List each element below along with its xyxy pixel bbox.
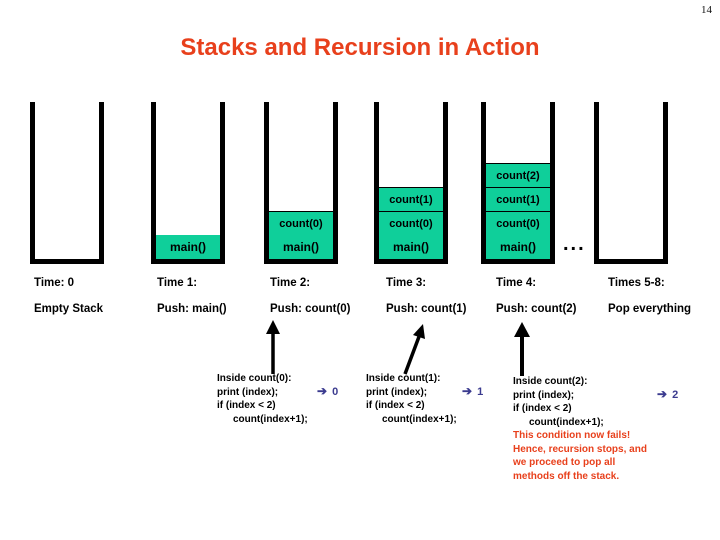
- arrow-right-icon: ➔: [462, 383, 473, 398]
- stack-ellipsis: ...: [563, 233, 586, 255]
- stack-frame-main: main(): [156, 235, 220, 259]
- code-line-if: if (index < 2): [366, 400, 425, 411]
- arrow-right-icon: ➔: [317, 383, 328, 398]
- code-header: Inside count(0):: [217, 373, 292, 384]
- stack-time-0: [30, 102, 104, 264]
- stack-time-1: main(): [151, 102, 225, 264]
- return-value: 0: [332, 385, 339, 398]
- code-header: Inside count(2):: [513, 376, 588, 387]
- code-block-count-2: Inside count(2): print (index); ➔2 if (i…: [513, 375, 693, 483]
- arrow-right-icon: ➔: [657, 386, 668, 401]
- stack-frame-count-0: count(0): [269, 211, 333, 235]
- stack-frames: main() count(0) count(1): [379, 187, 443, 259]
- stack-time-2: main() count(0): [264, 102, 338, 264]
- time-label-1: Time 1:: [157, 277, 198, 289]
- page-number: 14: [701, 4, 712, 16]
- note-recursion-stops-3: methods off the stack.: [513, 470, 620, 482]
- return-annotation: ➔2: [657, 386, 679, 403]
- stack-time-4: main() count(0) count(1) count(2): [481, 102, 555, 264]
- action-label-2: Push: count(0): [270, 303, 351, 315]
- stack-frame-count-1: count(1): [486, 187, 550, 211]
- page-title: Stacks and Recursion in Action: [180, 34, 540, 61]
- code-line-call: count(index+1);: [529, 416, 604, 428]
- stack-frame-count-2: count(2): [486, 163, 550, 187]
- stack-frame-count-0: count(0): [379, 211, 443, 235]
- action-label-0: Empty Stack: [34, 303, 104, 315]
- note-recursion-stops-1: Hence, recursion stops, and: [513, 443, 647, 455]
- time-label-0: Time: 0: [34, 277, 75, 289]
- code-line-call: count(index+1);: [382, 413, 457, 425]
- arrow-to-count-0: [266, 320, 280, 374]
- action-label-1: Push: main(): [157, 303, 227, 315]
- code-header: Inside count(1):: [366, 373, 441, 384]
- stack-frame-main: main(): [379, 235, 443, 259]
- time-label-2: Time 2:: [270, 277, 311, 289]
- action-label-5-8: Pop everything: [608, 303, 692, 315]
- arrow-to-count-1: [403, 324, 425, 375]
- code-block-count-1: Inside count(1): print (index); ➔1 if (i…: [366, 372, 506, 426]
- code-line-print-text: print (index);: [217, 386, 279, 398]
- code-block-count-0: Inside count(0): print (index); ➔0 if (i…: [217, 372, 357, 426]
- code-line-print: print (index); ➔0: [217, 383, 357, 400]
- code-line-print: print (index); ➔2: [513, 386, 693, 403]
- code-line-if: if (index < 2): [513, 403, 572, 414]
- arrow-to-count-2: [514, 322, 530, 376]
- return-annotation: ➔1: [462, 383, 484, 400]
- time-label-5-8: Times 5-8:: [608, 277, 665, 289]
- code-line-print: print (index); ➔1: [366, 383, 506, 400]
- stack-frame-main: main(): [269, 235, 333, 259]
- code-line-call: count(index+1);: [233, 413, 308, 425]
- stack-time-3: main() count(0) count(1): [374, 102, 448, 264]
- note-recursion-stops-2: we proceed to pop all: [513, 457, 616, 468]
- stack-frames: main() count(0) count(1) count(2): [486, 163, 550, 259]
- note-condition-fails: This condition now fails!: [513, 430, 631, 441]
- return-annotation: ➔0: [317, 383, 339, 400]
- action-label-4: Push: count(2): [496, 303, 577, 315]
- action-label-3: Push: count(1): [386, 303, 467, 315]
- stack-frames: main() count(0): [269, 211, 333, 259]
- stack-frame-main: main(): [486, 235, 550, 259]
- code-line-print-text: print (index);: [513, 389, 575, 401]
- return-value: 1: [477, 385, 484, 398]
- stack-frame-count-1: count(1): [379, 187, 443, 211]
- stack-frames: main(): [156, 235, 220, 259]
- stack-frame-count-0: count(0): [486, 211, 550, 235]
- code-line-print-text: print (index);: [366, 386, 428, 398]
- time-label-4: Time 4:: [496, 277, 537, 289]
- code-line-if: if (index < 2): [217, 400, 276, 411]
- stack-times-5-8: [594, 102, 668, 264]
- time-label-3: Time 3:: [386, 277, 427, 289]
- return-value: 2: [672, 388, 679, 401]
